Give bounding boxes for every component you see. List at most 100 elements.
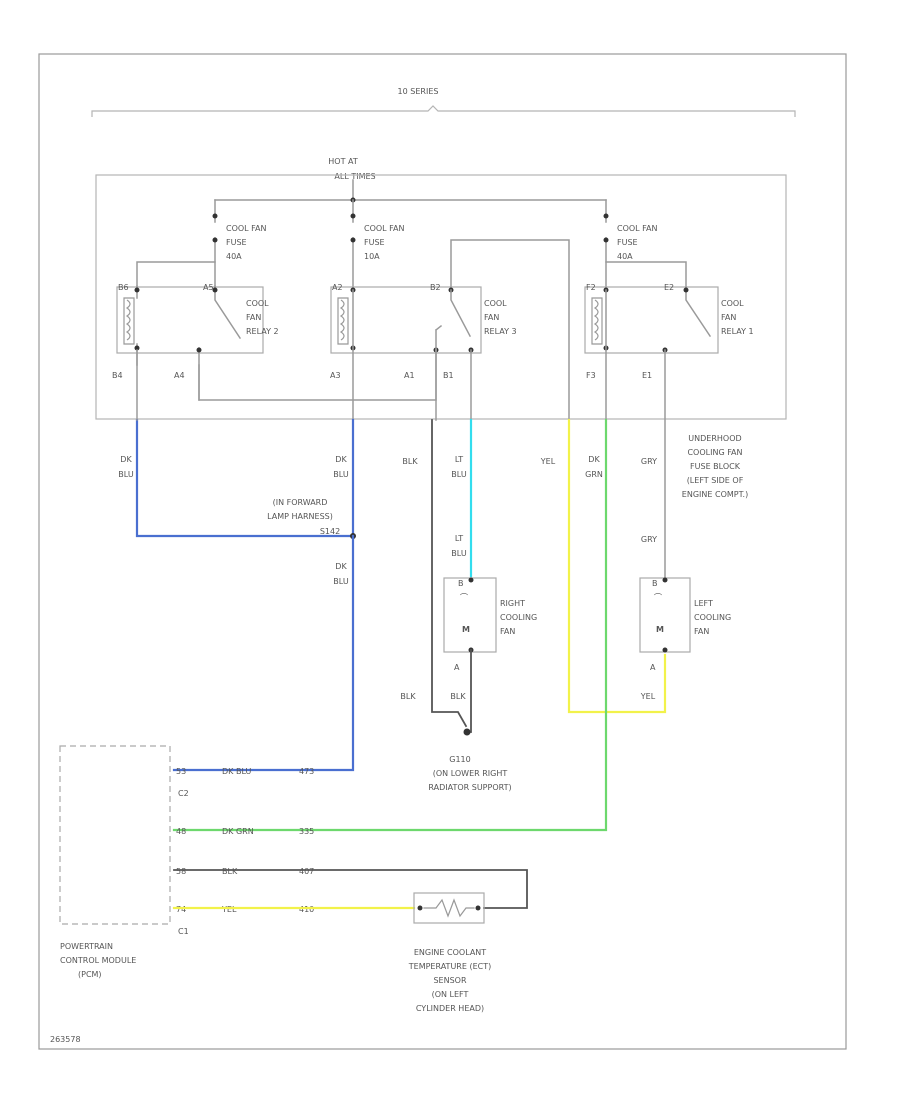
fuse-2: COOL FAN FUSE 10A [350, 199, 405, 287]
wire-label-ltblu-1b: BLU [451, 470, 467, 479]
wire-label-ltblu-2a: LT [455, 534, 463, 543]
relay-3-label-2: FAN [484, 313, 499, 322]
wire-label-dkblu-3a: DK [335, 562, 347, 571]
left-fan-label-1: LEFT [694, 599, 713, 608]
fuse-block-outline [95, 174, 787, 420]
relay-3-label-3: RELAY 3 [484, 327, 517, 336]
fuse-1: COOL FAN FUSE 40A [212, 199, 267, 287]
splice-id: S142 [320, 527, 340, 536]
diagram-frame [38, 53, 847, 1050]
ground-label-1: (ON LOWER RIGHT [433, 769, 508, 778]
wire-label-dkblu-3b: BLU [333, 577, 349, 586]
wire-label-dkblu-2a: DK [335, 455, 347, 464]
fuse-2-label-1: COOL FAN [364, 224, 405, 233]
fuse-block-label-5: ENGINE COMPT.) [682, 490, 748, 499]
pcm-label-2: CONTROL MODULE [60, 956, 136, 965]
relay-1-pin-e1: E1 [642, 371, 652, 380]
relay-3-label-1: COOL [484, 299, 507, 308]
ect-label-3: SENSOR [433, 976, 466, 985]
pcm-row-2-color: DK GRN [222, 827, 254, 836]
pcm-row-2-pin: 48 [176, 827, 186, 836]
wire-yel [567, 418, 667, 714]
wire-label-dkgrn-a: DK [588, 455, 600, 464]
ground-label-2: RADIATOR SUPPORT) [428, 783, 511, 792]
right-cooling-fan: ⌒ M RIGHT COOLING FAN B A [443, 577, 537, 736]
fuse-3: COOL FAN FUSE 40A [603, 199, 658, 287]
series-label: 10 SERIES [398, 87, 439, 96]
relay-3-pin-b2: B2 [430, 283, 441, 292]
pcm-row-1-circuit: 473 [299, 767, 314, 776]
wire-label-blk-3: BLK [450, 692, 466, 701]
relay-1-label-3: RELAY 1 [721, 327, 754, 336]
svg-text:⌒: ⌒ [654, 593, 662, 602]
splice-label-1: (IN FORWARD [273, 498, 328, 507]
relay-2-label-2: FAN [246, 313, 261, 322]
relay-1-label-2: FAN [721, 313, 736, 322]
wire-label-dkblu-1a: DK [120, 455, 132, 464]
left-fan-pin-a: A [650, 663, 656, 672]
relay-2-pin-a5: A5 [203, 283, 214, 292]
pcm-row-4-color: YEL [221, 905, 237, 914]
diagram-id: 263578 [50, 1035, 81, 1044]
relay-2-label-3: RELAY 2 [246, 327, 279, 336]
wire-label-yel-1: YEL [540, 457, 556, 466]
svg-text:M: M [656, 625, 664, 634]
pcm-row-4-pin: 74 [176, 905, 186, 914]
pcm-row-3-circuit: 407 [299, 867, 314, 876]
fuse-block-label-2: COOLING FAN [687, 448, 742, 457]
relay-1-pin-f2: F2 [586, 283, 596, 292]
pcm-row-1-color: DK BLU [222, 767, 251, 776]
right-fan-label-3: FAN [500, 627, 515, 636]
pcm-row-1-pin: 53 [176, 767, 186, 776]
right-fan-pin-b: B [458, 579, 464, 588]
ect-label-4: (ON LEFT [432, 990, 469, 999]
svg-text:⌒: ⌒ [460, 593, 468, 602]
ect-label-5: CYLINDER HEAD) [416, 1004, 484, 1013]
wire-dk-blu-to-pcm [172, 534, 355, 772]
pcm-row-2-circuit: 335 [299, 827, 314, 836]
left-cooling-fan: ⌒ M LEFT COOLING FAN B A [639, 577, 731, 672]
fuse-block-label-1: UNDERHOOD [688, 434, 741, 443]
relay-2-label-1: COOL [246, 299, 269, 308]
relay-2-pin-a4: A4 [174, 371, 185, 380]
right-fan-label-2: COOLING [500, 613, 537, 622]
fuse-1-label-2: FUSE [226, 238, 247, 247]
ect-label-2: TEMPERATURE (ECT) [408, 962, 491, 971]
wire-dk-blu-left [135, 418, 355, 538]
pcm-module: C2 C1 POWERTRAIN CONTROL MODULE (PCM) [59, 745, 189, 979]
wire-dk-grn [172, 418, 608, 832]
pcm-conn-c1: C1 [178, 927, 189, 936]
relay-2-pin-b4: B4 [112, 371, 123, 380]
wire-label-blk-1: BLK [402, 457, 418, 466]
wire-blk-sensor [173, 869, 528, 909]
pcm-conn-c2: C2 [178, 789, 189, 798]
fuse-block-label-3: FUSE BLOCK [690, 462, 741, 471]
relay-2-pin-b6: B6 [118, 283, 129, 292]
fuse-3-label-2: FUSE [617, 238, 638, 247]
wire-label-gry-2: GRY [641, 535, 657, 544]
fuse-1-label-1: COOL FAN [226, 224, 267, 233]
pcm-label-3: (PCM) [78, 970, 102, 979]
wire-label-dkgrn-b: GRN [585, 470, 603, 479]
relay-3-pin-a2: A2 [332, 283, 343, 292]
ect-sensor: ENGINE COOLANT TEMPERATURE (ECT) SENSOR … [408, 892, 491, 1013]
wire-blk-to-ground [431, 419, 468, 728]
right-fan-label-1: RIGHT [500, 599, 525, 608]
hot-at-label-1: HOT AT [328, 157, 358, 166]
pcm-row-3-pin: 58 [176, 867, 186, 876]
pcm-label-1: POWERTRAIN [60, 942, 113, 951]
relay-3-pin-b1: B1 [443, 371, 454, 380]
fuse-2-label-3: 10A [364, 252, 380, 261]
fuse-3-label-1: COOL FAN [617, 224, 658, 233]
relay-1: COOL FAN RELAY 1 F2 E2 F3 E1 [584, 261, 754, 380]
wire-label-gry-1: GRY [641, 457, 657, 466]
relay-3-pin-a1: A1 [404, 371, 415, 380]
wire-label-dkblu-1b: BLU [118, 470, 134, 479]
left-fan-label-2: COOLING [694, 613, 731, 622]
pcm-row-3-color: BLK [222, 867, 238, 876]
splice-label-2: LAMP HARNESS) [267, 512, 333, 521]
series-bracket [91, 105, 796, 117]
ground-id: G110 [449, 755, 470, 764]
relay-1-pin-e2: E2 [664, 283, 674, 292]
relay-3-pin-a3: A3 [330, 371, 341, 380]
